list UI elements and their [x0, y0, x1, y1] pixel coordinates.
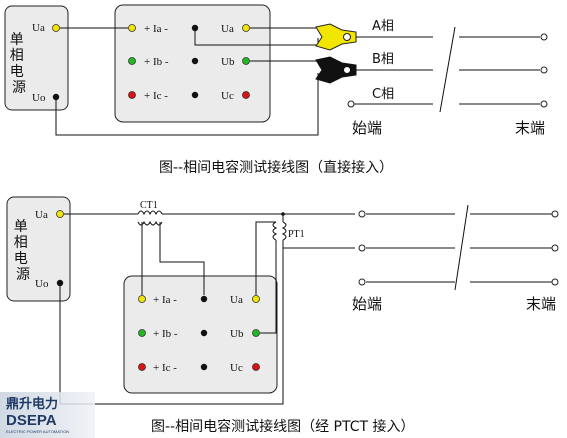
- phase-c-far-terminal-2: [551, 278, 559, 286]
- inst-ub-terminal-2: [252, 329, 260, 337]
- source-uo-label-2: Uo: [35, 278, 49, 290]
- ib-label-2: + Ib -: [153, 328, 178, 340]
- diagram-direct: 单 相 电 源 Ua Uo + Ia - + Ib - + Ic - Ua Ub…: [4, 4, 548, 176]
- ib-minus-terminal-2: [200, 329, 208, 337]
- source-label-2: 单 相 电 源: [14, 219, 32, 283]
- source-uo-label-1: Uo: [32, 92, 46, 104]
- inst-ub-label-2: Ub: [230, 328, 244, 340]
- ia-plus-terminal-2: [138, 295, 146, 303]
- ic-minus-terminal-1: [191, 91, 199, 99]
- inst-uc-terminal-2: [252, 363, 260, 371]
- ic-minus-terminal-2: [200, 363, 208, 371]
- source-ua-terminal-2: [56, 210, 64, 218]
- wires-1: [55, 26, 540, 136]
- ia-label-1: + Ia -: [144, 23, 168, 35]
- start-end-label-1: 始端: [352, 119, 382, 137]
- wires-2: [59, 204, 552, 405]
- pt-tap-dot: [281, 212, 285, 216]
- source-ua-label-1: Ua: [32, 22, 45, 34]
- instrument-box-2: [123, 275, 278, 394]
- ib-plus-terminal-2: [138, 329, 146, 337]
- inst-ub-terminal-1: [242, 57, 250, 65]
- ic-label-2: + Ic -: [153, 362, 177, 374]
- svg-text:ELECTRIC POWER AUTOMATION: ELECTRIC POWER AUTOMATION: [6, 429, 69, 434]
- inst-uc-terminal-1: [242, 91, 250, 99]
- inst-uc-label-2: Uc: [230, 362, 243, 374]
- ia-plus-terminal-1: [128, 24, 136, 32]
- ic-plus-terminal-1: [128, 91, 136, 99]
- pt-label: PT1: [288, 229, 305, 240]
- caption-1: 图--相间电容测试接线图（直接接入）: [159, 159, 393, 176]
- caption-2: 图--相间电容测试接线图（经 PTCT 接入）: [151, 418, 415, 435]
- phase-a-near-terminal-2: [358, 210, 366, 218]
- phase-a-far-terminal: [540, 33, 548, 41]
- far-end-label-2: 末端: [526, 295, 556, 313]
- svg-text:DSEPA: DSEPA: [6, 412, 57, 429]
- phase-c-near-terminal-2: [358, 278, 366, 286]
- inst-uc-label-1: Uc: [221, 90, 234, 102]
- ib-label-1: + Ib -: [144, 56, 169, 68]
- dsepa-watermark-logo: 鼎升电力 DSEPA ELECTRIC POWER AUTOMATION: [0, 392, 95, 438]
- phase-b-near-terminal-2: [358, 244, 366, 252]
- phase-c-near-terminal: [347, 100, 355, 108]
- source-label-1: 单 相 电 源: [10, 32, 28, 96]
- inst-ua-terminal-2: [252, 295, 260, 303]
- inst-ua-terminal-1: [242, 24, 250, 32]
- ia-minus-terminal-2: [200, 295, 208, 303]
- phase-c-label: C相: [372, 87, 394, 102]
- source-box-2: [6, 196, 71, 302]
- ib-minus-terminal-1: [191, 57, 199, 65]
- inst-ua-label-2: Ua: [230, 294, 243, 306]
- inst-ua-label-1: Ua: [221, 23, 234, 35]
- source-ua-label-2: Ua: [35, 209, 48, 221]
- far-end-label-1: 末端: [515, 119, 545, 137]
- black-clamp-b: [315, 56, 357, 84]
- phase-c-far-terminal: [540, 100, 548, 108]
- instrument-box-1: [114, 4, 271, 123]
- source-box-1: [4, 5, 69, 111]
- ct-label: CT1: [140, 200, 158, 211]
- ic-plus-terminal-2: [138, 363, 146, 371]
- phase-a-label: A相: [372, 19, 394, 34]
- source-uo-terminal-2: [56, 279, 64, 287]
- source-uo-terminal-1: [52, 93, 60, 101]
- ib-plus-terminal-1: [128, 57, 136, 65]
- inst-ub-label-1: Ub: [221, 56, 235, 68]
- phase-b-far-terminal-2: [551, 244, 559, 252]
- yellow-clamp-a: [315, 23, 357, 51]
- start-end-label-2: 始端: [352, 295, 382, 313]
- phase-b-label: B相: [372, 52, 394, 67]
- ic-label-1: + Ic -: [144, 90, 168, 102]
- ia-label-2: + Ia -: [153, 294, 177, 306]
- svg-text:鼎升电力: 鼎升电力: [6, 396, 58, 412]
- phase-b-far-terminal: [540, 66, 548, 74]
- source-ua-terminal-1: [52, 24, 60, 32]
- diagram-ptct: 单 相 电 源 Ua Uo + Ia - + Ib - + Ic - Ua Ub…: [6, 196, 559, 435]
- phase-a-far-terminal-2: [551, 210, 559, 218]
